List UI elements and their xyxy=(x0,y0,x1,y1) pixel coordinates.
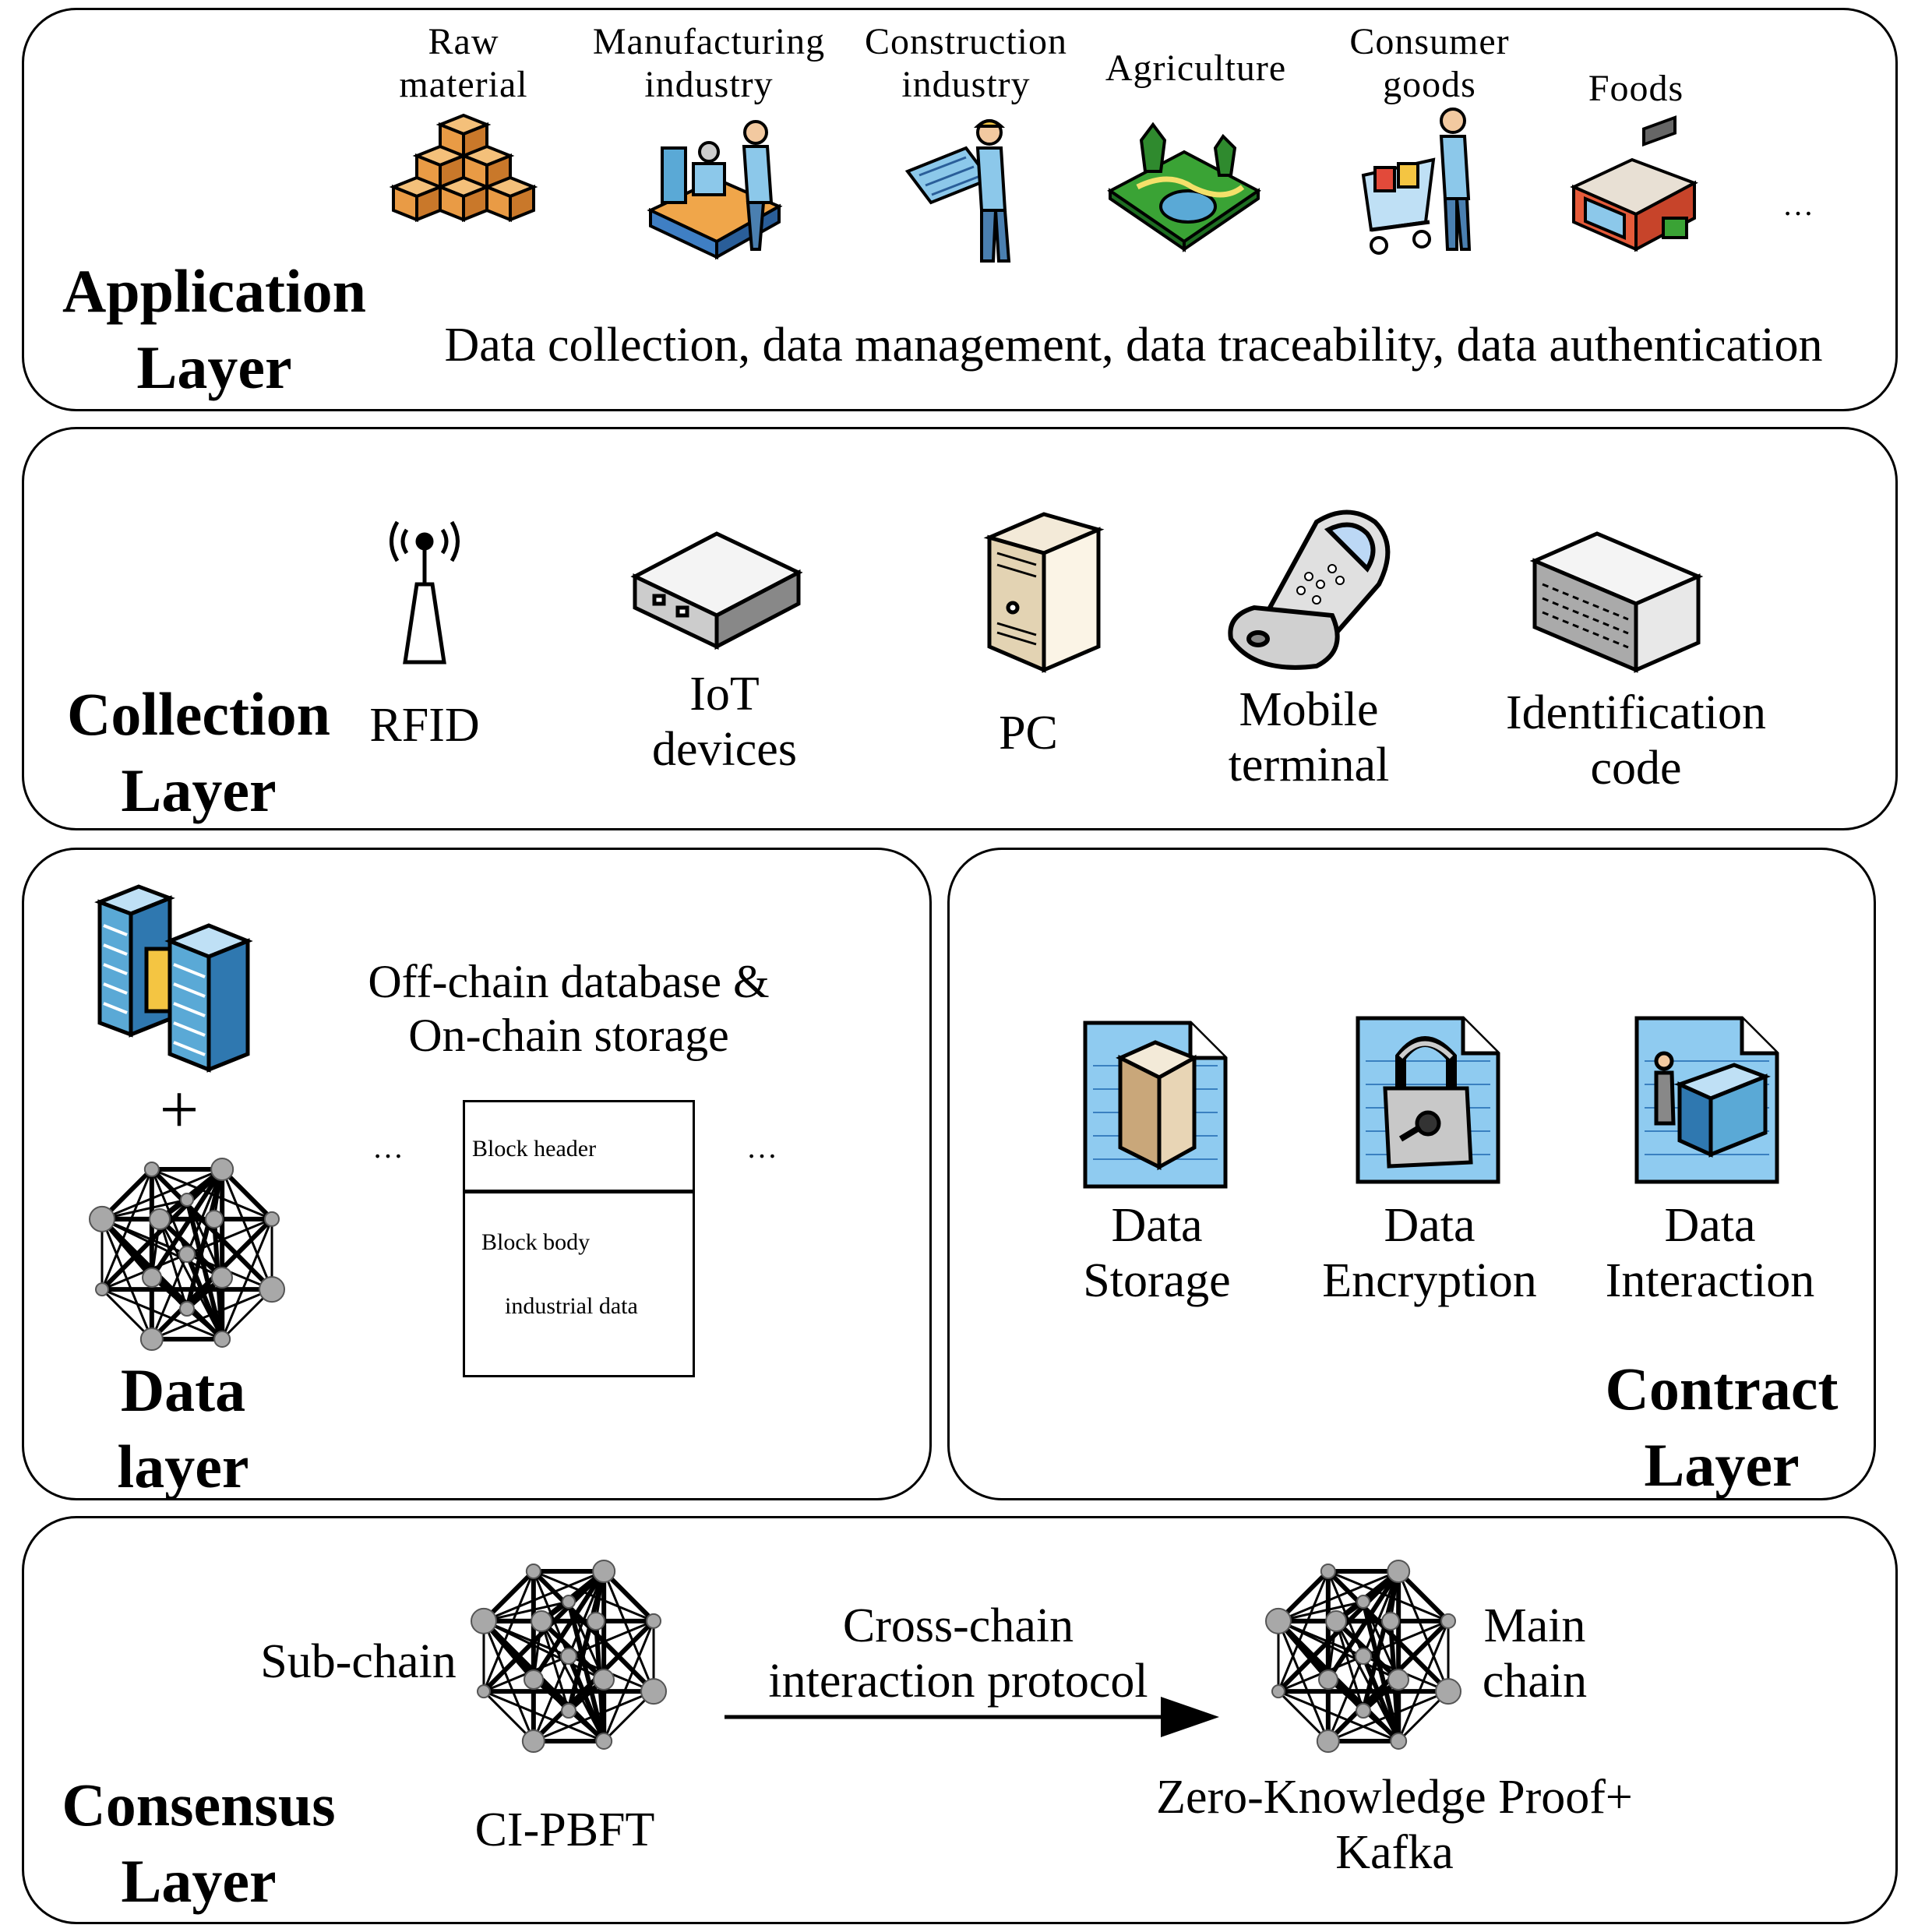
pc-tower-icon xyxy=(983,512,1105,673)
network-graph-icon xyxy=(88,1157,286,1352)
storage-label: Off-chain database & On-chain storage xyxy=(368,956,770,1061)
collection-item-identification-code: Identification code xyxy=(1506,686,1766,795)
app-ellipsis: … xyxy=(1782,187,1817,222)
block-ellipsis-right: … xyxy=(746,1130,781,1165)
cross-chain-arrow-icon xyxy=(725,1697,1219,1737)
application-functions: Data collection, data management, data t… xyxy=(444,319,1823,372)
block-header-divider xyxy=(463,1100,695,1193)
farmland-icon xyxy=(1107,122,1261,252)
block-body-label: Block body xyxy=(481,1229,591,1255)
collection-item-rfid: RFID xyxy=(369,699,480,752)
construction-worker-icon xyxy=(904,119,1011,263)
block-ellipsis-left: … xyxy=(372,1130,407,1165)
mobile-phone-icon xyxy=(1228,509,1391,670)
iot-device-icon xyxy=(630,531,803,650)
app-item-foods: Foods xyxy=(1588,68,1684,109)
consensus-layer-panel xyxy=(22,1516,1898,1924)
mainchain-algorithm: Zero-Knowledge Proof+ Kafka xyxy=(1156,1771,1633,1880)
contract-layer-title: Contract Layer xyxy=(1605,1355,1839,1499)
collection-item-pc: PC xyxy=(999,707,1058,760)
plus-sign: + xyxy=(159,1071,199,1148)
app-item-raw-material: Raw material xyxy=(399,21,528,106)
block-header-label: Block header xyxy=(472,1136,597,1162)
app-item-agriculture: Agriculture xyxy=(1105,48,1287,89)
collection-item-iot-devices: IoT devices xyxy=(652,668,797,777)
contract-item-data-interaction: Data Interaction xyxy=(1605,1199,1815,1308)
contract-item-data-encryption: Data Encryption xyxy=(1322,1199,1537,1308)
consensus-layer-title: Consensus Layer xyxy=(62,1771,336,1915)
data-interaction-icon xyxy=(1634,1016,1779,1184)
data-encryption-lock-icon xyxy=(1356,1016,1500,1184)
contract-item-data-storage: Data Storage xyxy=(1083,1199,1231,1308)
app-item-construction: Construction industry xyxy=(865,21,1067,106)
mainchain-network-icon xyxy=(1264,1559,1462,1754)
cross-chain-protocol-label: Cross-chain interaction protocol xyxy=(768,1599,1148,1708)
subchain-algorithm: CI-PBFT xyxy=(474,1803,655,1856)
subchain-label: Sub-chain xyxy=(260,1635,457,1688)
subchain-network-icon xyxy=(470,1559,668,1754)
block-content-label: industrial data xyxy=(505,1293,638,1319)
data-layer-title: Data layer xyxy=(117,1356,249,1500)
rfid-antenna-icon xyxy=(390,520,460,665)
database-servers-icon xyxy=(94,884,253,1073)
shopping-cart-icon xyxy=(1361,108,1472,255)
data-storage-doc-icon xyxy=(1083,1021,1228,1189)
app-item-consumer-goods: Consumer goods xyxy=(1349,21,1510,106)
application-layer-title: Application Layer xyxy=(62,257,367,401)
store-icon xyxy=(1570,115,1698,252)
barcode-reader-icon xyxy=(1529,531,1704,673)
collection-item-mobile-terminal: Mobile terminal xyxy=(1228,683,1390,792)
collection-layer-title: Collection Layer xyxy=(67,680,330,824)
app-item-manufacturing: Manufacturing industry xyxy=(592,21,826,106)
factory-worker-icon xyxy=(647,120,783,260)
mainchain-label: Main chain xyxy=(1482,1599,1588,1708)
boxes-icon xyxy=(389,113,538,222)
